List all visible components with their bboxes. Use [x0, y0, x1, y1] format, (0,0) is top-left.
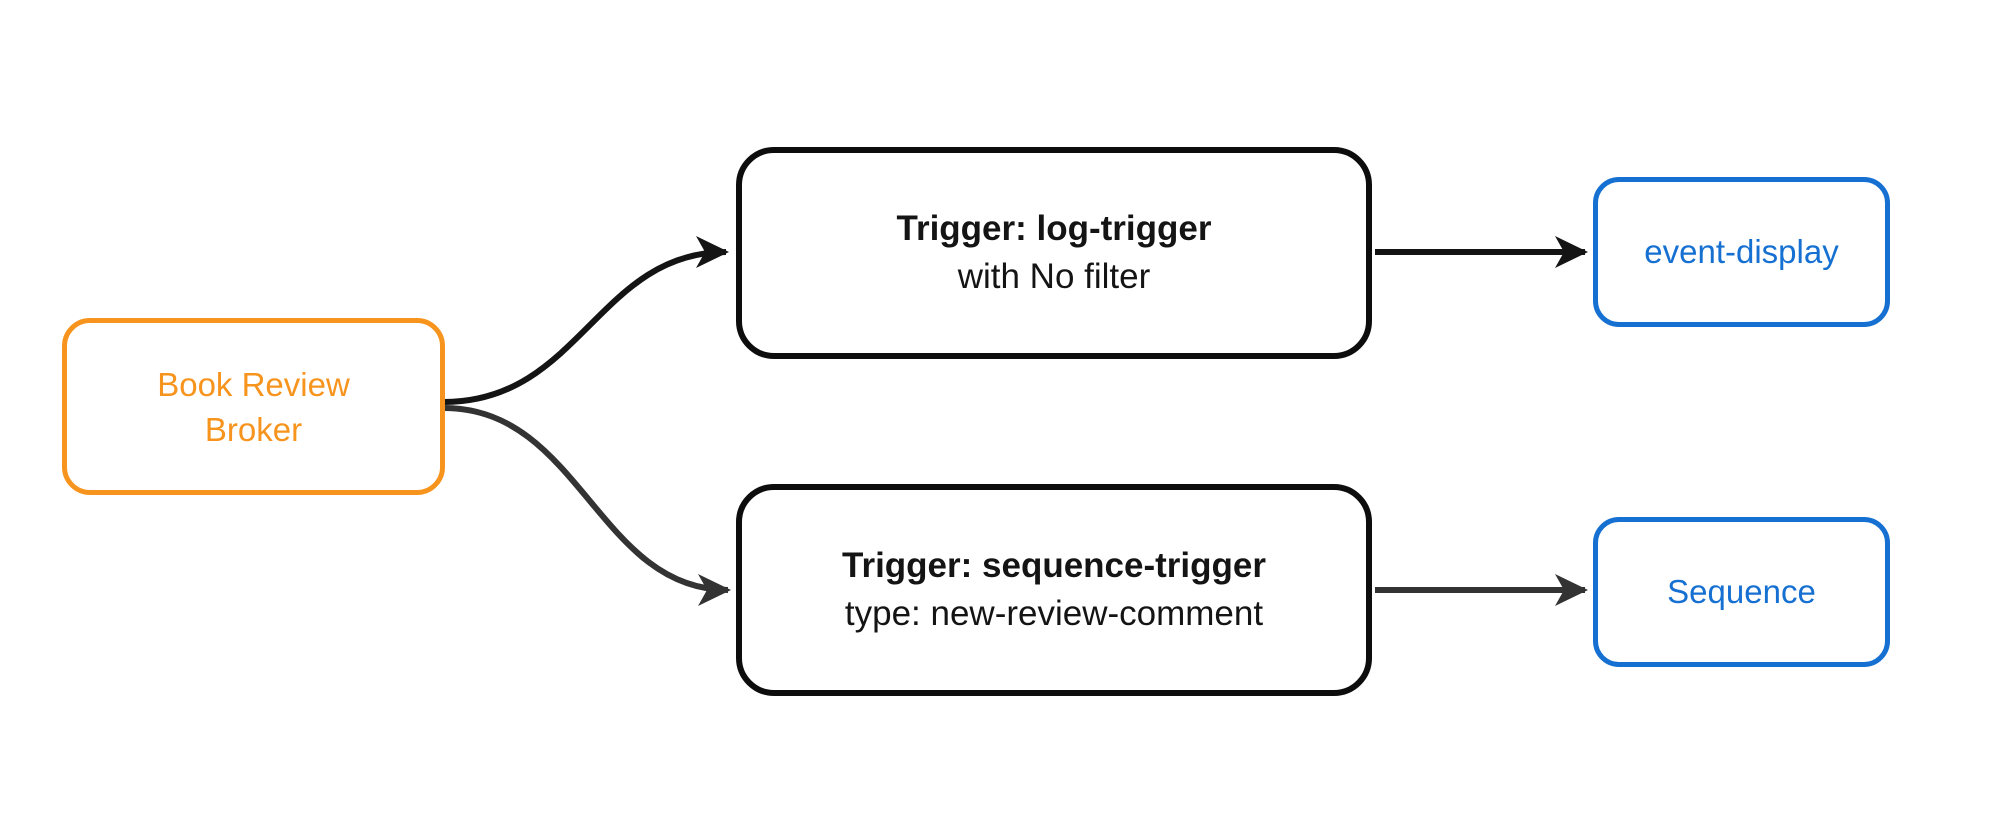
broker-label-line2: Broker [204, 410, 303, 448]
node-sequence: Sequence [1593, 517, 1890, 667]
event-display-label: event-display [1644, 233, 1839, 270]
node-sequence-trigger: Trigger: sequence-trigger type: new-revi… [736, 484, 1372, 696]
sequence-trigger-subtitle: type: new-review-comment [844, 594, 1264, 633]
broker-label-line1: Book Review [157, 365, 350, 403]
edge-broker-to-log-trigger [443, 236, 729, 405]
edge-broker-to-sequence-trigger [443, 405, 731, 606]
log-trigger-subtitle: with No filter [957, 257, 1151, 296]
node-book-review-broker: Book Review Broker [62, 318, 445, 495]
node-log-trigger: Trigger: log-trigger with No filter [736, 147, 1372, 359]
node-event-display: event-display [1593, 177, 1890, 327]
log-trigger-title: Trigger: log-trigger [896, 209, 1212, 248]
sequence-trigger-title: Trigger: sequence-trigger [842, 546, 1266, 585]
sequence-label: Sequence [1667, 573, 1816, 610]
